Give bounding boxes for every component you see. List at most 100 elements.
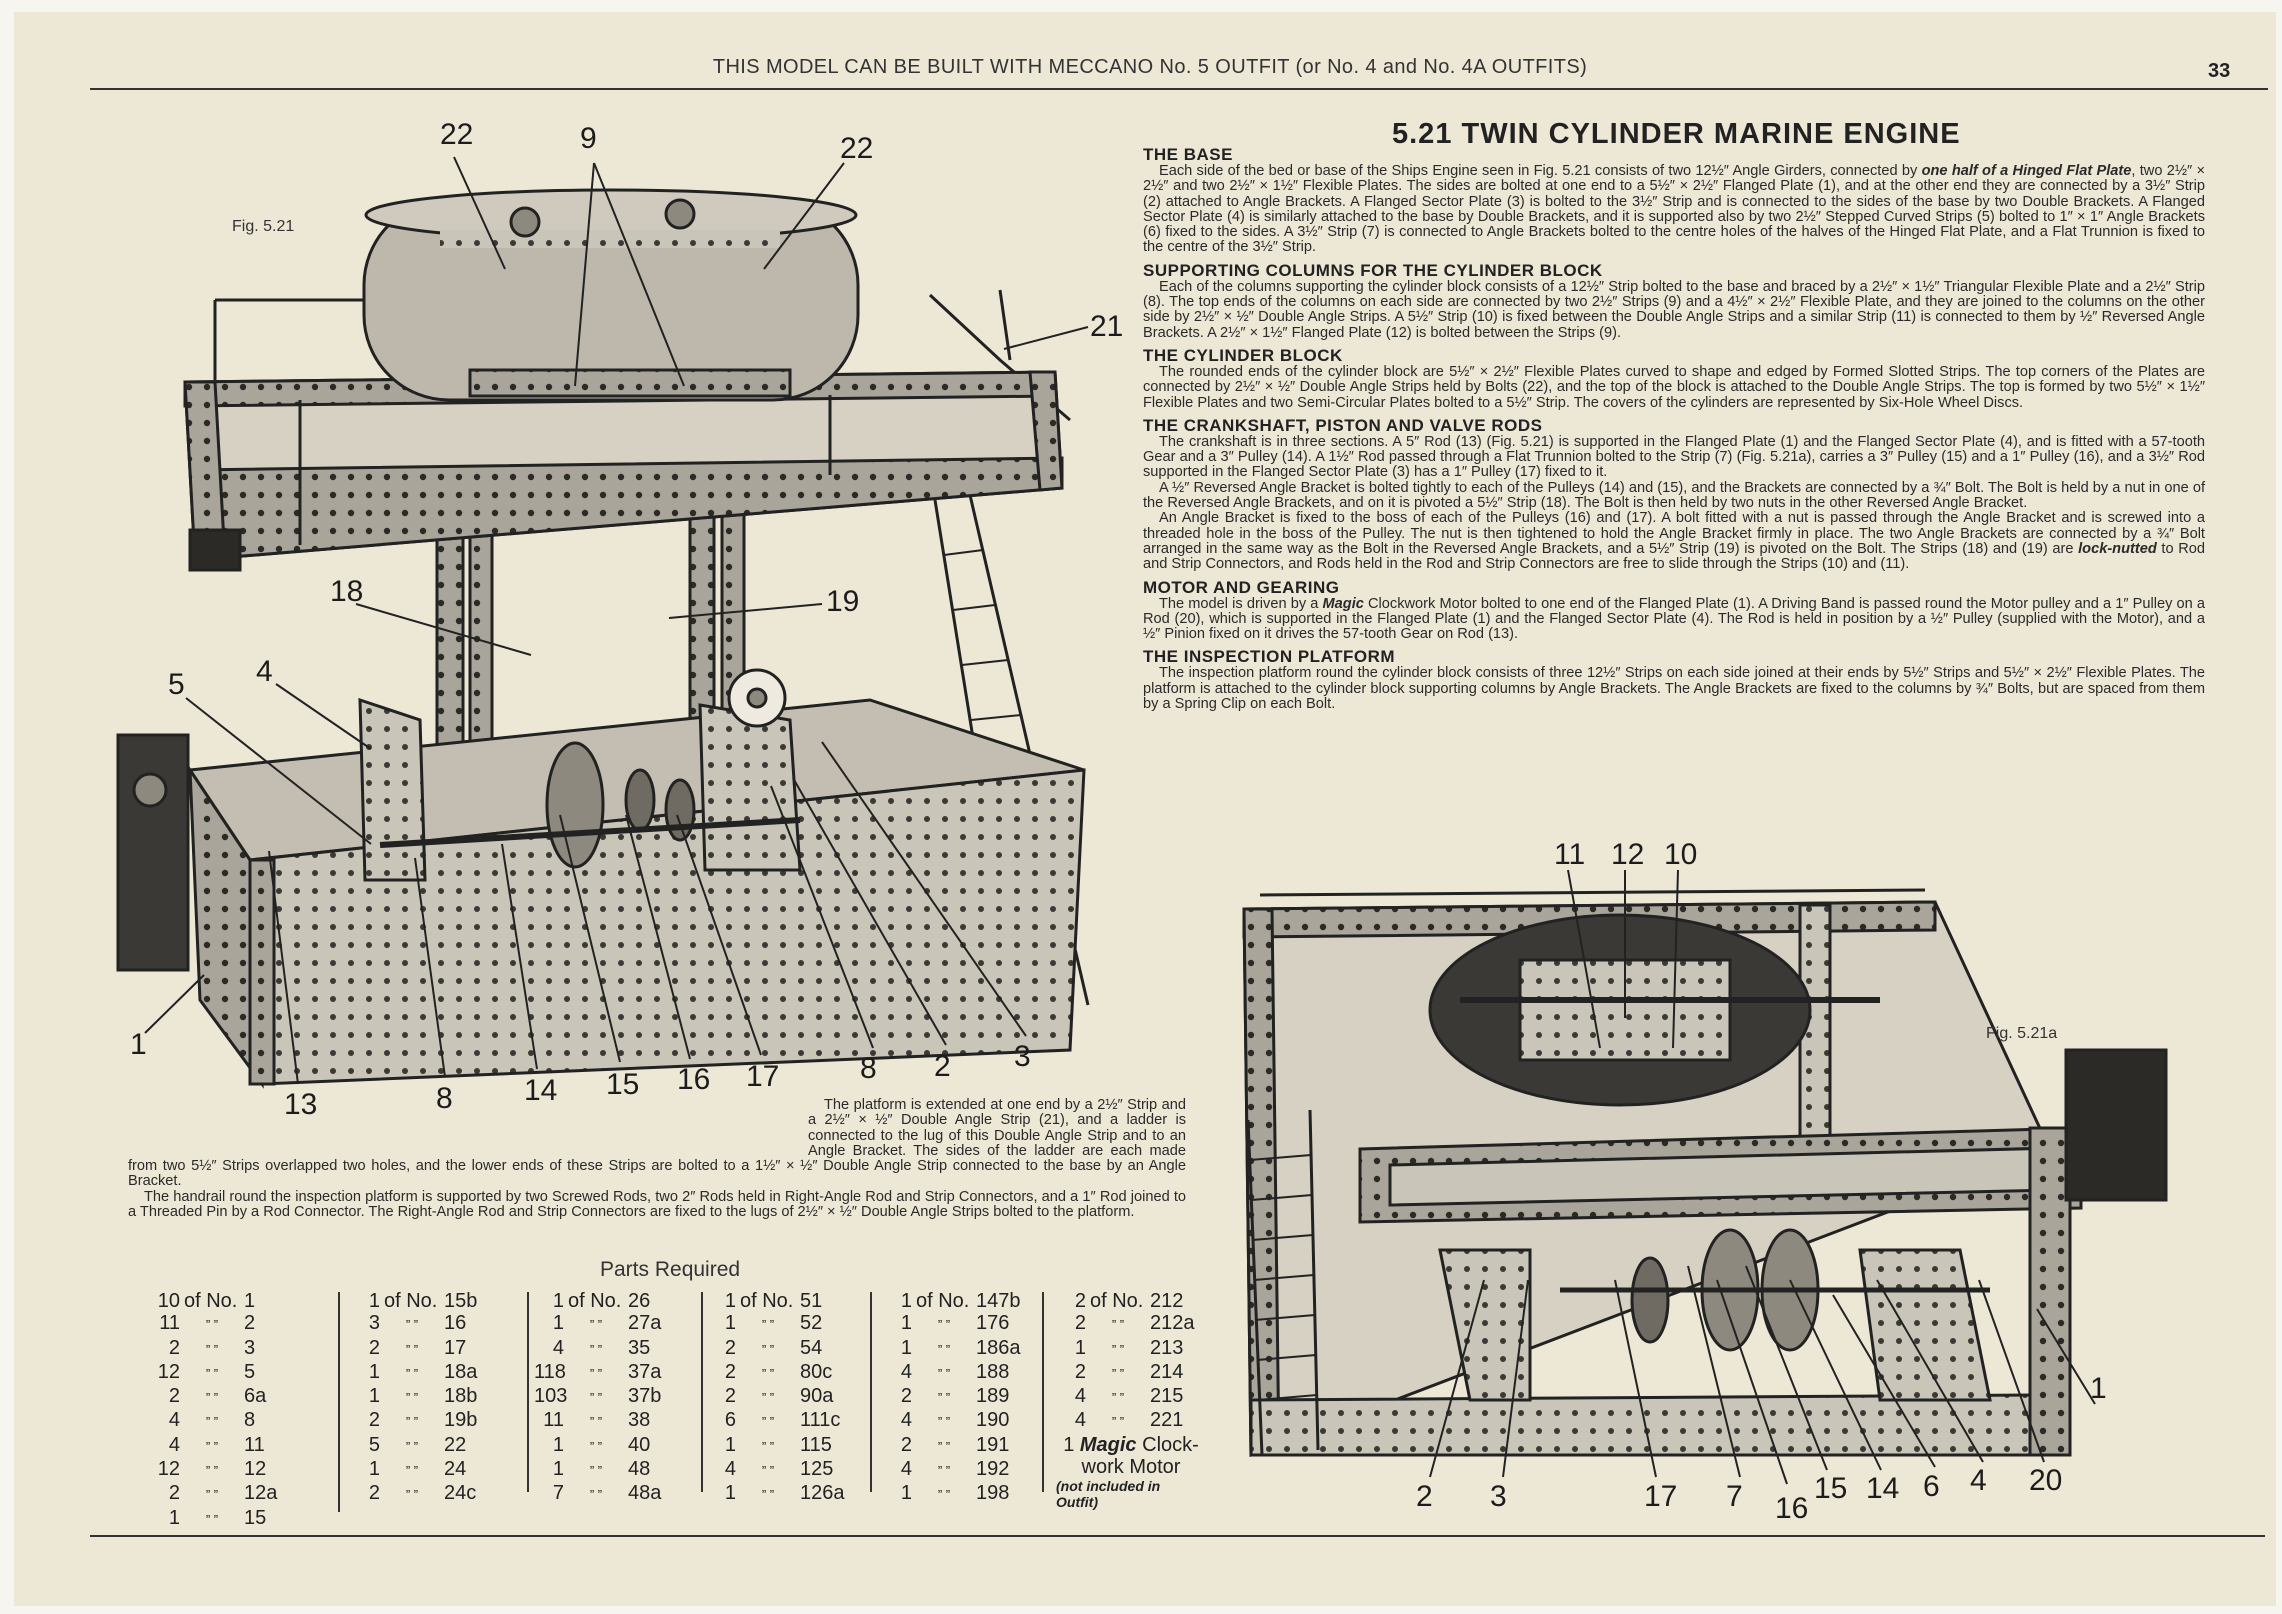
part-quantity: 1 — [368, 1290, 380, 1312]
ditto-marks: ” ” — [405, 1317, 419, 1333]
ditto-marks: ” ” — [589, 1341, 603, 1357]
part-number: 126a — [800, 1482, 845, 1505]
callout-label: 17 — [746, 1060, 780, 1093]
callout-label: 11 — [1554, 838, 1586, 871]
callout-label: 6 — [1923, 1470, 1940, 1503]
part-number: 212 — [1150, 1290, 1184, 1312]
parts-row: 1” ”126a — [706, 1482, 845, 1506]
ditto-marks: ” ” — [761, 1438, 775, 1454]
callout-label: 17 — [1644, 1480, 1678, 1513]
callout-label: 8 — [860, 1052, 877, 1085]
callout-label: 3 — [1014, 1040, 1031, 1073]
parts-row: 1” ”24 — [350, 1458, 484, 1482]
ditto-marks: ” ” — [205, 1438, 219, 1454]
section-paragraph: The crankshaft is in three sections. A 5… — [1143, 434, 2205, 481]
ditto-marks: ” ” — [937, 1414, 951, 1430]
callout-label: 18 — [330, 575, 364, 608]
part-quantity: 1 — [724, 1312, 736, 1335]
ditto-marks: ” ” — [589, 1463, 603, 1479]
part-quantity: 4 — [1074, 1409, 1086, 1432]
part-quantity: 7 — [552, 1482, 564, 1505]
note-paragraph: The platform is extended at one end by a… — [128, 1097, 1186, 1190]
part-number: 48a — [628, 1482, 662, 1505]
parts-row: 1” ”48 — [534, 1458, 668, 1482]
parts-row: 2” ”214 — [1056, 1361, 1206, 1385]
parts-row: 103” ”37b — [534, 1385, 668, 1409]
part-quantity: 2 — [1074, 1290, 1086, 1312]
body-text: Each of the columns supporting the cylin… — [1143, 278, 2205, 341]
fig-5-21-caption: Fig. 5.21 — [232, 218, 295, 235]
callout-label: 9 — [580, 122, 597, 155]
part-number: 37a — [628, 1360, 662, 1383]
ditto-marks: ” ” — [405, 1341, 419, 1357]
section-heading: THE CRANKSHAFT, PISTON AND VALVE RODS — [1143, 415, 1543, 435]
parts-row: 2” ”3 — [150, 1337, 284, 1361]
part-quantity: 4 — [900, 1360, 912, 1383]
part-number: 189 — [976, 1385, 1010, 1408]
callout-label: 12 — [1611, 838, 1645, 871]
column-divider — [527, 1292, 529, 1492]
parts-row: 2” ”12a — [150, 1482, 284, 1506]
motor-footnote: (not included in Outfit) — [1056, 1477, 1161, 1510]
part-quantity: 1 — [900, 1482, 912, 1505]
part-quantity: 2 — [724, 1385, 736, 1408]
part-number: 191 — [976, 1433, 1010, 1456]
section-paragraph: Each side of the bed or base of the Ship… — [1143, 163, 2205, 256]
part-number: 24c — [444, 1482, 477, 1505]
emphasis-text: Magic — [1322, 595, 1364, 612]
parts-row: 1” ”18b — [350, 1385, 484, 1409]
parts-row: 2” ”19b — [350, 1409, 484, 1433]
body-text: A ½″ Reversed Angle Bracket is bolted ti… — [1143, 479, 2205, 512]
ditto-marks: ” ” — [405, 1438, 419, 1454]
part-quantity: 4 — [900, 1458, 912, 1481]
ditto-marks: ” ” — [589, 1317, 603, 1333]
part-quantity: 1 — [552, 1458, 564, 1481]
part-quantity: 12 — [157, 1458, 180, 1481]
parts-row: 2” ”191 — [882, 1434, 1021, 1458]
body-text: An Angle Bracket is fixed to the boss of… — [1143, 510, 2205, 557]
instruction-section: SUPPORTING COLUMNS FOR THE CYLINDER BLOC… — [1143, 261, 2205, 341]
part-number: 15 — [244, 1506, 267, 1529]
column-divider — [1042, 1292, 1044, 1492]
part-quantity: 1 — [368, 1360, 380, 1383]
part-quantity: 1 — [168, 1506, 180, 1529]
emphasis-text: lock-nutted — [2078, 540, 2157, 557]
part-number: 11 — [244, 1433, 265, 1456]
page-number: 33 — [2208, 60, 2231, 82]
part-quantity: 2 — [168, 1385, 180, 1408]
callout-label: 4 — [256, 655, 273, 688]
part-quantity: 4 — [900, 1409, 912, 1432]
part-number: 26 — [628, 1290, 651, 1312]
ditto-marks: ” ” — [1111, 1390, 1125, 1406]
column-divider — [701, 1292, 703, 1492]
callout-label: 2 — [934, 1050, 951, 1083]
parts-row: 1” ”115 — [706, 1434, 845, 1458]
parts-row: 1” ”176 — [882, 1312, 1021, 1336]
platform-note: The platform is extended at one end by a… — [128, 1097, 1186, 1220]
part-number: 19b — [444, 1409, 478, 1432]
part-quantity: 1 — [724, 1482, 736, 1505]
parts-row: 4” ”188 — [882, 1361, 1021, 1385]
column-divider — [338, 1292, 340, 1512]
parts-row: 2” ”6a — [150, 1385, 284, 1409]
callout-label: 7 — [1726, 1480, 1743, 1513]
part-number: 40 — [628, 1433, 651, 1456]
part-number: 2 — [244, 1312, 256, 1335]
of-no-label: of No. — [568, 1290, 622, 1312]
ditto-marks: ” ” — [589, 1438, 603, 1454]
parts-row: 4” ”11 — [150, 1434, 284, 1458]
body-text: The model is driven by a — [1159, 595, 1323, 612]
part-number: 212a — [1150, 1312, 1195, 1335]
parts-row: 1” ”18a — [350, 1361, 484, 1385]
parts-row: 1” ”15 — [150, 1507, 284, 1531]
part-number: 111c — [800, 1409, 841, 1432]
ditto-marks: ” ” — [937, 1438, 951, 1454]
of-no-label: of No. — [1090, 1290, 1144, 1312]
part-number: 190 — [976, 1409, 1010, 1432]
callout-label: 19 — [826, 585, 860, 618]
